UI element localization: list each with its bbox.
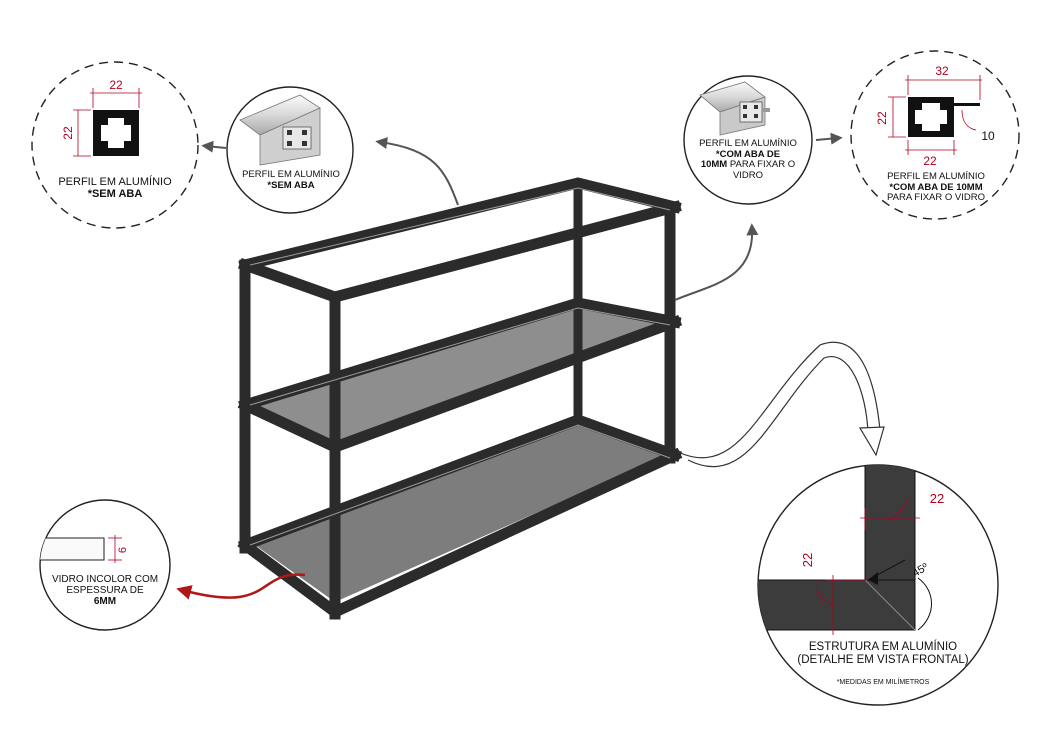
arrow-to-render-com-aba — [674, 223, 759, 301]
caption-glass-line3: 6MM — [93, 596, 117, 608]
middle-glass-panel — [255, 303, 667, 447]
caption-corner-line2: (DETALHE EM VISTA FRONTAL) — [797, 653, 969, 666]
caption-sem-aba-line2: *SEM ABA — [87, 188, 143, 201]
arrow-to-render-sem-aba — [375, 137, 459, 206]
caption-sem-aba-line1: PERFIL EM ALUMÍNIO — [58, 176, 172, 188]
caption-glass-detail: VIDRO INCOLOR COM ESPESSURA DE 6MM — [40, 574, 170, 608]
callout-arrows — [176, 132, 885, 600]
glass-section — [40, 537, 105, 561]
dim-vertical-corner: 22 — [930, 491, 944, 506]
glass-detail: 6 — [39, 499, 171, 631]
caption-com-aba-line3: PARA FIXAR O VIDRO — [886, 192, 985, 204]
caption-render-sem-aba-line2: *SEM ABA — [267, 179, 315, 191]
shelf-unit — [237, 177, 683, 620]
caption-render-sem-aba: PERFIL EM ALUMÍNIO *SEM ABA — [230, 169, 352, 191]
arrow-to-corner-detail — [677, 341, 881, 459]
bottom-glass-panel — [255, 420, 667, 602]
arrow-to-glass-detail — [176, 573, 306, 600]
caption-render-com-aba-line4: VIDRO — [732, 169, 764, 181]
dim-flange-com-aba: 10 — [981, 129, 995, 143]
caption-corner-line1: ESTRUTURA EM ALUMÍNIO — [808, 641, 958, 653]
caption-corner-detail: ESTRUTURA EM ALUMÍNIO (DETALHE EM VISTA … — [778, 641, 988, 667]
arrow-to-detail-sem-aba — [201, 140, 227, 153]
render-sem-aba — [226, 86, 354, 214]
caption-com-aba-line2: *COM ABA DE 10MM — [889, 181, 983, 193]
arrow-to-detail-com-aba — [815, 132, 843, 145]
dim-top-com-aba: 32 — [935, 64, 949, 78]
caption-glass-line1: VIDRO INCOLOR COM — [51, 574, 159, 585]
caption-detail-com-aba: PERFIL EM ALUMÍNIO *COM ABA DE 10MM PARA… — [868, 171, 1004, 204]
caption-com-aba-line1: PERFIL EM ALUMÍNIO — [887, 171, 985, 182]
horizontal-profile — [758, 579, 916, 631]
caption-render-com-aba: PERFIL EM ALUMÍNIO *COM ABA DE 10MM PARA… — [688, 138, 808, 182]
dim-height-sem-aba: 22 — [61, 126, 75, 140]
caption-detail-sem-aba: PERFIL EM ALUMÍNIO *SEM ABA — [45, 176, 185, 201]
corner-detail: 22 22 45º — [757, 464, 999, 706]
dim-glass-thickness: 6 — [117, 547, 129, 553]
caption-glass-line2: ESPESSURA DE — [66, 585, 144, 597]
units-note: *MEDIDAS EM MILÍMETROS — [836, 679, 930, 686]
detail-sem-aba: 22 22 — [31, 61, 199, 229]
dim-horizontal-corner: 22 — [800, 553, 815, 567]
caption-render-sem-aba-line1: PERFIL EM ALUMÍNIO — [242, 169, 340, 180]
caption-render-com-aba-line3: 10MM PARA FIXAR O — [700, 159, 796, 171]
render-com-aba — [683, 75, 813, 205]
dim-width-sem-aba: 22 — [109, 78, 123, 92]
dim-bottom-com-aba: 22 — [923, 154, 937, 168]
caption-render-com-aba-line2: *COM ABA DE — [715, 148, 781, 160]
detail-com-aba: 32 22 22 10 — [850, 50, 1020, 220]
caption-render-com-aba-line1: PERFIL EM ALUMÍNIO — [699, 138, 797, 149]
dim-left-com-aba: 22 — [875, 111, 889, 125]
